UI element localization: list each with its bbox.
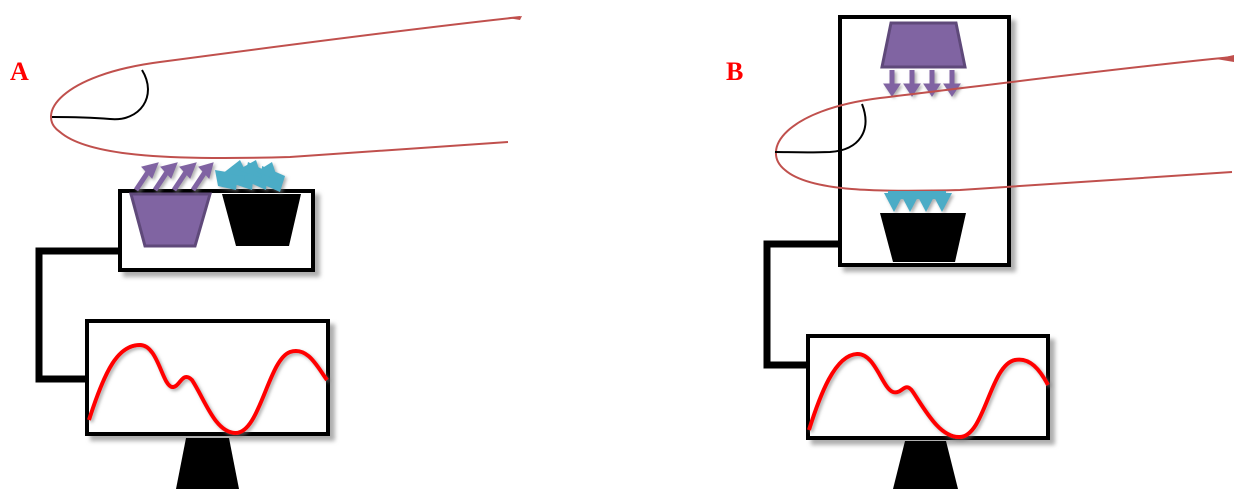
monitor-screen-b <box>806 334 1050 440</box>
finger-tip-a <box>508 16 522 20</box>
photodetector-a <box>222 194 301 246</box>
photodetector-b <box>880 213 966 262</box>
monitor-stand-a <box>176 438 239 489</box>
cable-b <box>763 240 840 369</box>
panel-a: A <box>10 16 522 489</box>
light-emitter-b <box>880 21 967 69</box>
light-emitter-a <box>129 192 212 248</box>
finger-outline-a <box>50 16 521 160</box>
received-light-arrows-a <box>215 160 285 192</box>
fingernail-b <box>774 103 867 154</box>
received-light-arrows-b <box>884 191 952 212</box>
finger-tip-b <box>1216 55 1234 62</box>
fingernail-a <box>51 69 149 121</box>
panel-b: B <box>726 15 1234 489</box>
ppg-waveform-a <box>87 342 329 436</box>
monitor-stand-b <box>893 441 958 489</box>
finger-outline-b <box>775 56 1233 192</box>
ppg-waveform-b <box>807 351 1050 440</box>
emitted-light-arrows-a <box>133 162 214 192</box>
panel-label-b: B <box>726 57 743 86</box>
cable-a <box>35 247 120 383</box>
panel-label-a: A <box>10 57 29 86</box>
monitor-screen-a <box>85 319 330 436</box>
